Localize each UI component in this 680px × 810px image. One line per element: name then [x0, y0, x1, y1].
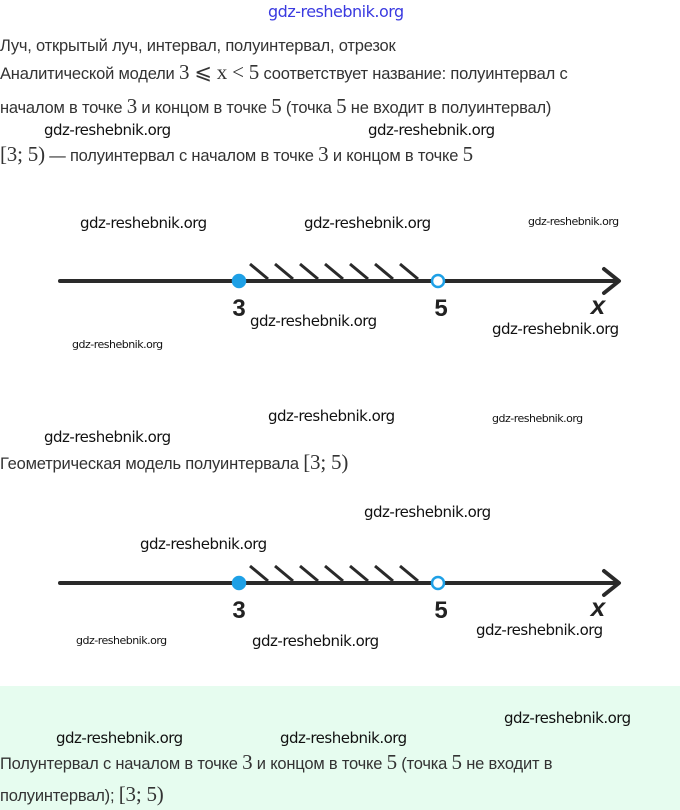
- watermark: gdz-reshebnik.org: [364, 503, 491, 521]
- analytic-line-2: началом в точке 3 и концом в точке 5 (то…: [0, 94, 551, 120]
- math: 5: [336, 94, 347, 118]
- hatch-mark: [249, 262, 269, 281]
- hatch-mark: [274, 262, 294, 281]
- closed-point: [231, 273, 247, 289]
- analytic-line: Аналитической модели 3 ⩽ x < 5 соответст…: [0, 60, 568, 86]
- math: 5: [271, 94, 282, 118]
- math: 5: [451, 750, 463, 774]
- watermark: gdz-reshebnik.org: [492, 320, 619, 338]
- math: [3; 5): [0, 142, 45, 166]
- end-label: 5: [434, 295, 447, 322]
- open-point: [430, 575, 446, 591]
- hatch-mark: [399, 262, 419, 281]
- watermark: gdz-reshebnik.org: [268, 407, 395, 425]
- text: и концом в точке: [252, 755, 387, 773]
- end-label: 5: [434, 597, 447, 624]
- watermark: gdz-reshebnik.org: [44, 428, 171, 446]
- hatch-mark: [299, 262, 319, 281]
- hatch-mark: [274, 564, 294, 583]
- math: 3: [242, 750, 253, 774]
- math: [3; 5): [303, 450, 349, 474]
- text: не входит в полуинтервал): [346, 99, 552, 117]
- watermark: gdz-reshebnik.org: [250, 312, 377, 330]
- math: 5: [462, 142, 474, 166]
- start-label: 3: [232, 597, 245, 624]
- watermark: gdz-reshebnik.org: [56, 729, 183, 747]
- text: и концом в точке: [328, 147, 463, 165]
- text: — полуинтервал с началом в точке: [44, 147, 319, 165]
- hatch-mark: [249, 564, 269, 583]
- answer-box: [0, 686, 680, 810]
- open-point: [430, 273, 446, 289]
- math: 3 ⩽ x < 5: [178, 60, 260, 84]
- axis-label: x: [589, 290, 607, 320]
- hatch-mark: [324, 262, 344, 281]
- watermark: gdz-reshebnik.org: [528, 215, 619, 228]
- start-label: 3: [232, 295, 245, 322]
- watermark: gdz-reshebnik.org: [140, 535, 267, 553]
- watermark: gdz-reshebnik.org: [80, 214, 207, 232]
- math: 3: [126, 94, 138, 118]
- hatch-mark: [399, 564, 419, 583]
- number-line-2: 3 5 x: [58, 564, 621, 624]
- watermark: gdz-reshebnik.org: [504, 709, 631, 727]
- math: 3: [318, 142, 329, 166]
- watermark: gdz-reshebnik.org: [76, 634, 167, 647]
- arrow-head: [602, 267, 621, 295]
- text: Геометрическая модель полуинтервала: [0, 455, 304, 473]
- axis-label: x: [589, 592, 607, 622]
- text: началом в точке: [0, 99, 127, 117]
- text: (точка: [281, 99, 337, 117]
- hatch-mark: [299, 564, 319, 583]
- watermark: gdz-reshebnik.org: [368, 121, 495, 139]
- watermark: gdz-reshebnik.org: [44, 121, 171, 139]
- watermark: gdz-reshebnik.org: [476, 621, 603, 639]
- hatch-mark: [374, 564, 394, 583]
- hatch-mark: [349, 262, 369, 281]
- text: (точка: [396, 755, 452, 773]
- text: Аналитической модели: [0, 65, 179, 83]
- hatch-mark: [374, 262, 394, 281]
- hatch-mark: [324, 564, 344, 583]
- title-line: Луч, открытый луч, интервал, полуинтерва…: [0, 37, 396, 55]
- math: [3; 5): [118, 782, 164, 806]
- hatch-mark: [349, 564, 369, 583]
- watermark: gdz-reshebnik.org: [280, 729, 407, 747]
- interval-line: [3; 5) — полуинтервал с началом в точке …: [0, 142, 473, 168]
- watermark: gdz-reshebnik.org: [72, 338, 163, 351]
- header-watermark: gdz-reshebnik.org: [268, 2, 404, 21]
- text: не входит в: [461, 755, 553, 773]
- watermark: gdz-reshebnik.org: [304, 214, 431, 232]
- text: соответствует название: полуинтервал с: [259, 65, 568, 83]
- text: Полунтервал с началом в точке: [0, 755, 243, 773]
- geometric-line: Геометрическая модель полуинтервала [3; …: [0, 450, 348, 476]
- number-line-1: 3 5 x: [58, 262, 621, 322]
- math: 5: [386, 750, 398, 774]
- text: и концом в точке: [137, 99, 272, 117]
- watermark: gdz-reshebnik.org: [492, 412, 583, 425]
- text: полуинтервал);: [0, 787, 119, 805]
- answer-line-1: Полунтервал с началом в точке 3 и концом…: [0, 750, 552, 776]
- answer-line-2: полуинтервал); [3; 5): [0, 782, 164, 808]
- watermark: gdz-reshebnik.org: [252, 632, 379, 650]
- arrow-head: [602, 569, 621, 597]
- closed-point: [231, 575, 247, 591]
